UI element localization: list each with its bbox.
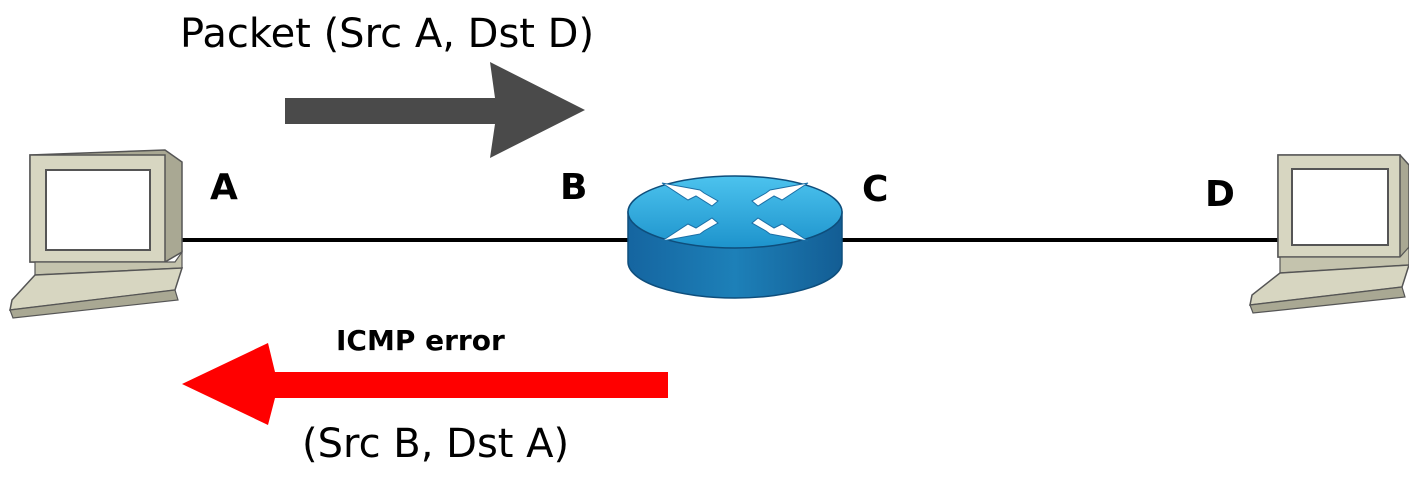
error-packet-label: (Src B, Dst A) [302, 421, 570, 467]
computer-icon [9, 149, 184, 319]
forward-arrow [285, 62, 585, 158]
computer-icon [1249, 154, 1409, 314]
node-label-d: D [1205, 174, 1235, 215]
node-label-b: B [560, 167, 588, 208]
node-label-c: C [862, 169, 889, 210]
icmp-error-label: ICMP error [336, 324, 505, 357]
node-label-a: A [210, 167, 238, 208]
forward-packet-label: Packet (Src A, Dst D) [180, 11, 595, 57]
router-icon [627, 175, 843, 299]
error-arrow [182, 343, 668, 425]
